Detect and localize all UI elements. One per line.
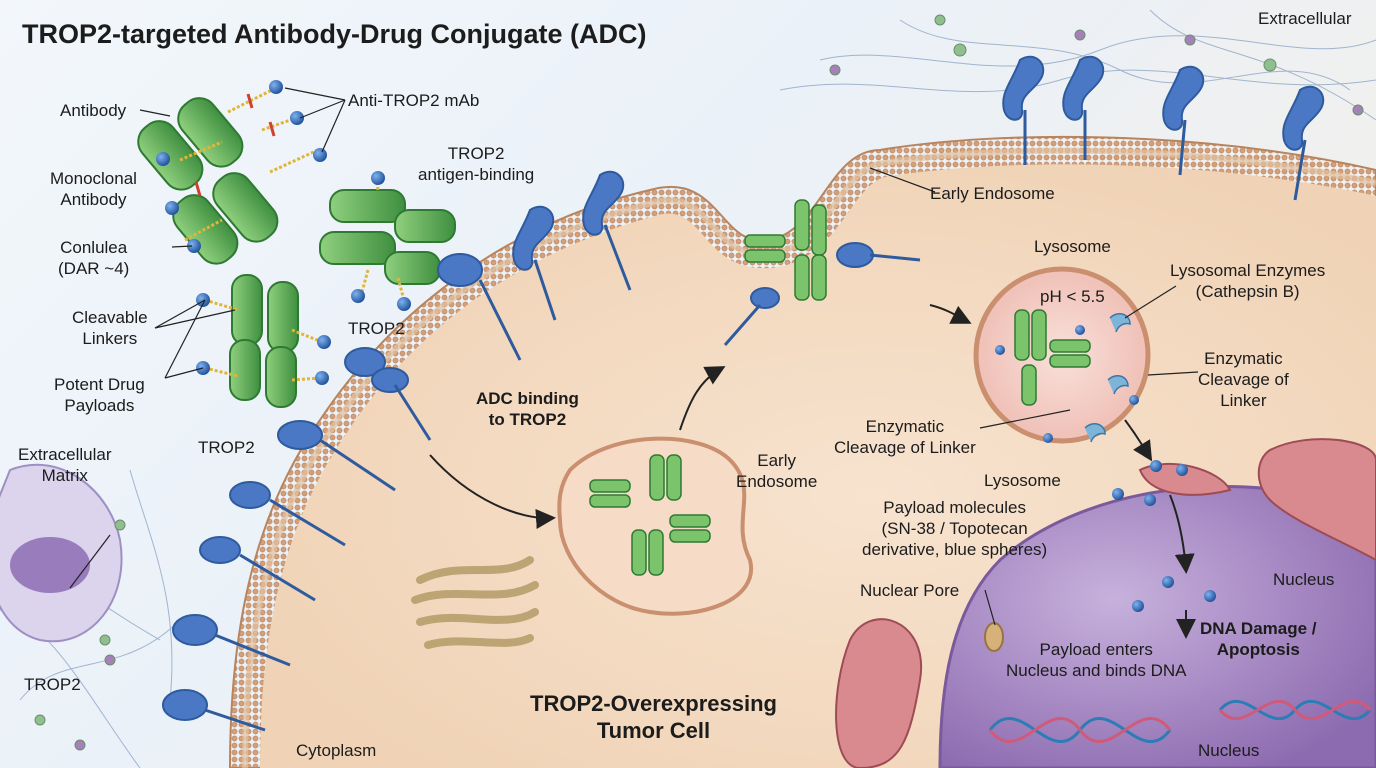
trop2-receptors — [162, 55, 1325, 721]
label-adc-binding: ADC binding to TROP2 — [476, 389, 579, 429]
label-trop2-bottom-left: TROP2 — [24, 675, 81, 694]
label-nucleus-right: Nucleus — [1273, 570, 1335, 589]
label-extracellular-matrix: Extracellular Matrix — [18, 445, 112, 485]
page-title: TROP2-targeted Antibody-Drug Conjugate (… — [22, 19, 647, 49]
adc-antibody-bound — [319, 189, 456, 285]
label-trop2-left: TROP2 — [198, 438, 255, 457]
label-trop2-membrane: TROP2 — [348, 319, 405, 338]
label-ph: pH < 5.5 — [1040, 287, 1105, 306]
label-monoclonal-antibody: Monoclonal Antibody — [50, 169, 137, 209]
label-tumor-cell: TROP2-Overexpressing Tumor Cell — [530, 691, 777, 743]
label-nucleus-bottom: Nucleus — [1198, 741, 1260, 760]
label-extracellular-top: Extracellular — [1258, 9, 1352, 28]
golgi-apparatus — [411, 556, 539, 649]
label-payload-molecules: Payload molecules (SN-38 / Topotecan der… — [862, 498, 1048, 559]
mitochondria — [835, 438, 1376, 768]
label-antibody: Antibody — [60, 101, 127, 120]
label-dna-damage: DNA Damage / Apoptosis — [1200, 619, 1317, 659]
label-lysosome-below: Lysosome — [984, 471, 1061, 490]
label-anti-trop2-mab: Anti-TROP2 mAb — [348, 91, 480, 110]
label-trop2-antigen-binding: TROP2 antigen-binding — [418, 144, 535, 184]
label-payload-enters: Payload enters Nucleus and binds DNA — [1006, 640, 1187, 680]
leader-lines — [69, 87, 1199, 626]
label-conlulea: Conlulea (DAR ~4) — [58, 238, 130, 278]
adc-antibody-main — [137, 97, 299, 408]
internalized-adcs — [589, 199, 1091, 576]
linker-cleavage-marks — [194, 93, 276, 197]
label-enzymatic-cleavage-right: Enzymatic Cleavage of Linker — [1198, 349, 1289, 410]
nuclear-pore-shape — [984, 622, 1004, 652]
label-cytoplasm: Cytoplasm — [296, 741, 377, 760]
label-early-endosome-mid: Early Endosome — [736, 451, 818, 491]
dna-helices — [988, 700, 1372, 744]
label-lysosomal-enzymes: Lysosomal Enzymes (Cathepsin B) — [1170, 261, 1326, 301]
flow-arrows — [429, 304, 1196, 639]
matrix-cell — [0, 463, 123, 643]
label-enzymatic-cleavage-left: Enzymatic Cleavage of Linker — [834, 417, 976, 457]
extracellular-molecules — [34, 14, 1364, 751]
label-lysosome-title: Lysosome — [1034, 237, 1111, 256]
trop2-stalks — [204, 110, 1307, 732]
label-potent-drug-payloads: Potent Drug Payloads — [54, 375, 145, 415]
label-early-endosome-top: Early Endosome — [930, 184, 1055, 203]
label-nuclear-pore: Nuclear Pore — [860, 581, 960, 600]
label-cleavable-linkers: Cleavable Linkers — [72, 308, 148, 348]
